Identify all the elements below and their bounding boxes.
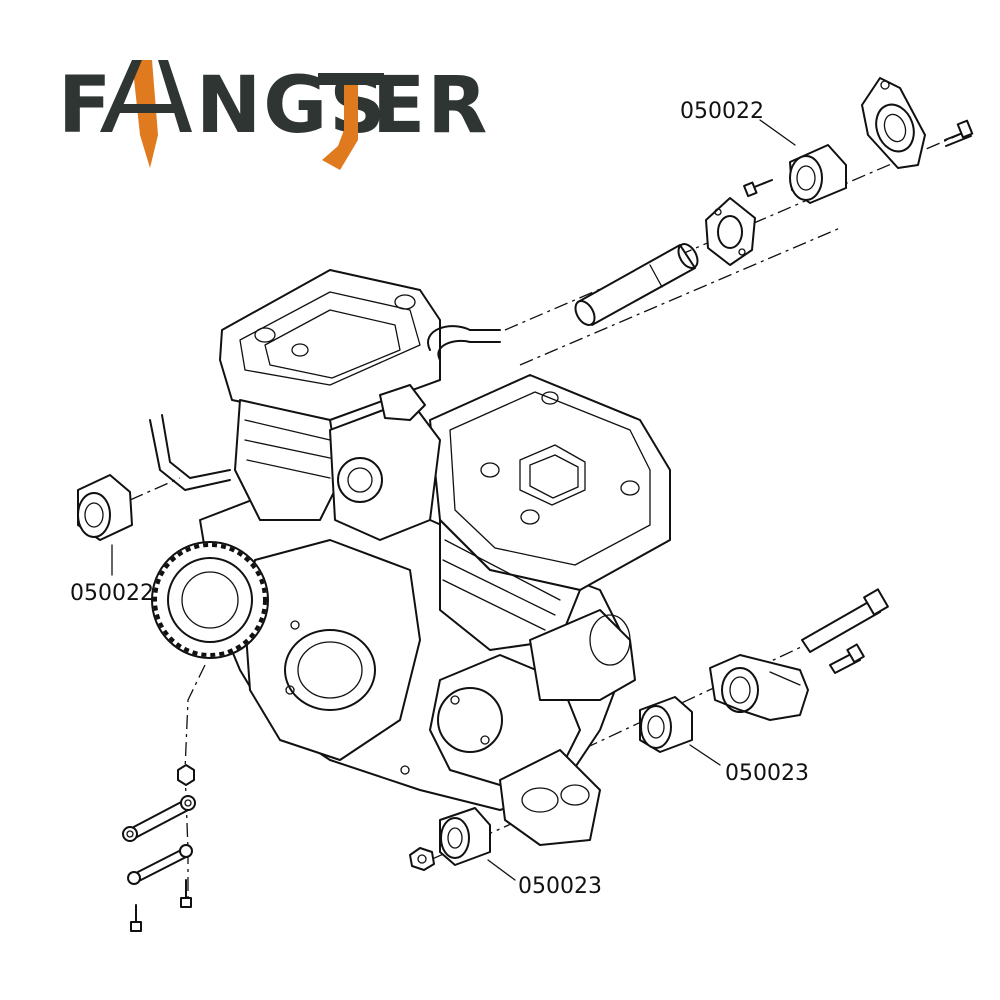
rubber-bush-050023-bottom-icon	[439, 807, 516, 881]
strap-icon	[127, 844, 193, 885]
long-bolt-icon	[801, 588, 889, 653]
tube-icon	[574, 243, 699, 326]
label-050023-mid: 050023	[725, 761, 809, 786]
label-050022-left: 050022	[70, 581, 154, 606]
linkage-screw-right-icon	[180, 879, 192, 908]
nut-icon	[409, 847, 435, 871]
drive-pulley-icon	[151, 541, 269, 659]
part-labels: 050022 050022 050023 050023	[70, 99, 809, 899]
link-arm-icon	[122, 795, 196, 842]
rubber-bush-050022-left-icon	[77, 474, 133, 576]
top-exploded-parts	[574, 77, 974, 326]
mount-bracket-icon	[861, 77, 926, 169]
logo-letter-f: F	[58, 61, 113, 151]
bottom-parts	[409, 807, 516, 881]
short-bolt-icon	[829, 643, 865, 674]
rubber-bush-050022-top-icon	[789, 144, 847, 204]
logo-fang-t-icon	[318, 73, 384, 170]
rubber-bush-050023-mid-icon	[639, 696, 721, 766]
logo-letters-er: ER	[372, 61, 489, 151]
front-mount-bracket-icon	[709, 654, 809, 721]
lower-left-linkage	[122, 764, 196, 932]
small-nut-icon	[177, 764, 195, 786]
fangster-logo: F NGS ER	[58, 60, 489, 170]
logo-fang-a-icon	[100, 60, 192, 168]
flange-plate-icon	[705, 197, 756, 266]
bolt-icon	[944, 119, 974, 147]
label-050022-top: 050022	[680, 99, 764, 124]
engine-assembly	[149, 269, 671, 846]
screw-icon	[743, 179, 773, 198]
linkage-screw-left-icon	[130, 904, 142, 932]
right-lower-parts	[639, 588, 889, 766]
label-050023-bottom: 050023	[518, 874, 602, 899]
